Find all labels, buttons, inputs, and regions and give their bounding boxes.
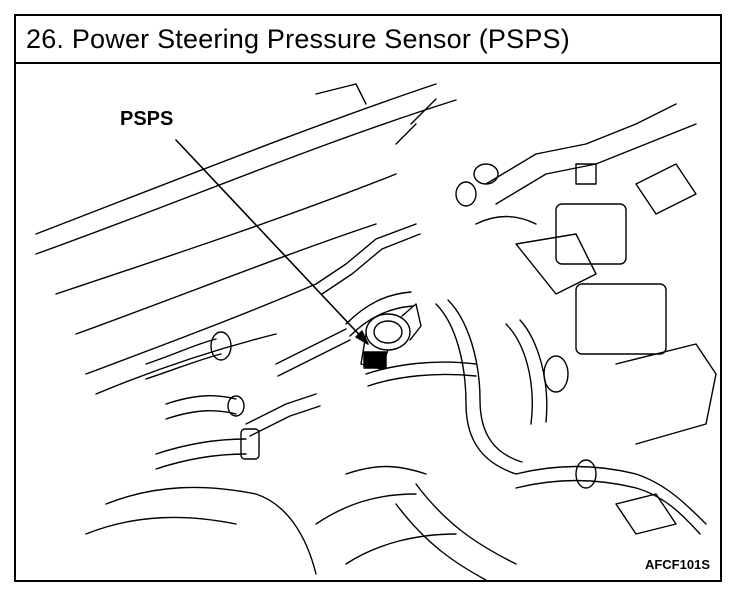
psps-sensor (360, 303, 422, 370)
figure-code: AFCF101S (644, 557, 710, 572)
page-title: 26. Power Steering Pressure Sensor (PSPS… (26, 24, 570, 54)
diagram-frame: 26. Power Steering Pressure Sensor (PSPS… (14, 14, 722, 582)
psps-callout-label: PSPS (120, 108, 174, 130)
engine-bay-illustration (35, 83, 717, 580)
hood-lines (35, 83, 457, 395)
title-bar: 26. Power Steering Pressure Sensor (PSPS… (16, 16, 720, 64)
callout-leader-arrow (175, 139, 369, 345)
left-hose-cluster (85, 331, 317, 575)
right-hoses (395, 299, 707, 580)
center-pipes (245, 223, 477, 565)
engine-block (455, 103, 717, 445)
